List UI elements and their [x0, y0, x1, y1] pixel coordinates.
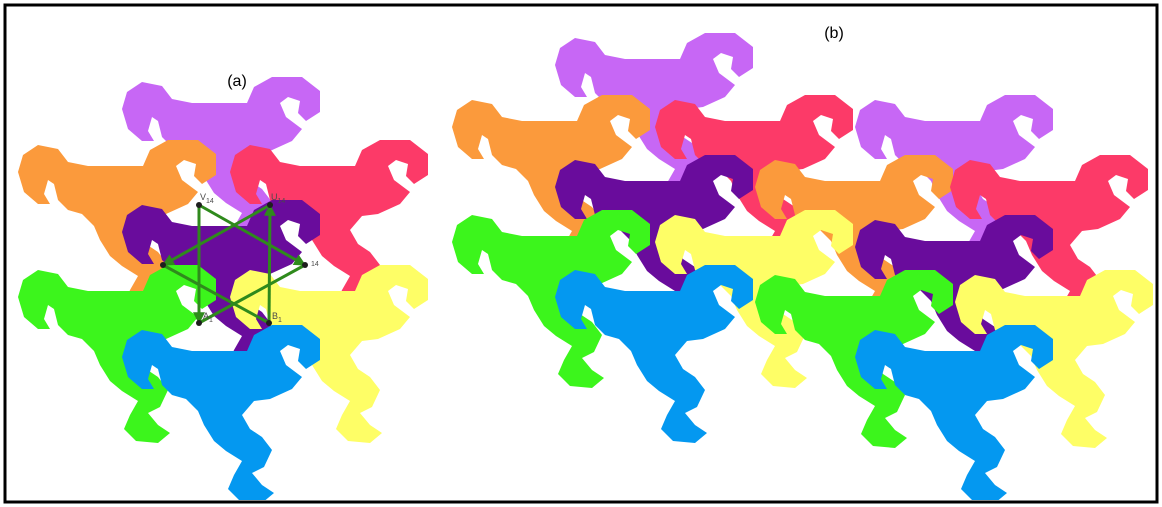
- vertex-label-subscript: 1: [278, 317, 282, 324]
- vertex-label-a1: A1: [203, 311, 213, 324]
- vertex-point: [267, 202, 273, 208]
- panel-a-label: (a): [227, 73, 247, 90]
- panel-b-tiling: [452, 33, 1153, 503]
- vertex-label-subscript: 14: [206, 198, 214, 205]
- panel-b-label: (b): [824, 25, 844, 42]
- vertex-point: [302, 262, 308, 268]
- panel-a-tiling: [18, 77, 428, 503]
- vertex-label-v14: V14: [200, 192, 214, 205]
- vector-arrow: [269, 205, 270, 323]
- tile: [122, 325, 320, 503]
- vertex-point: [160, 262, 166, 268]
- vertex-label-subscript: 14: [278, 198, 286, 205]
- vertex-label-right: 14: [311, 261, 319, 268]
- vertex-point: [196, 202, 202, 208]
- vertex-point: [196, 320, 202, 326]
- vertex-label-subscript: 1: [209, 317, 213, 324]
- vertex-label-subscript: 14: [311, 261, 319, 268]
